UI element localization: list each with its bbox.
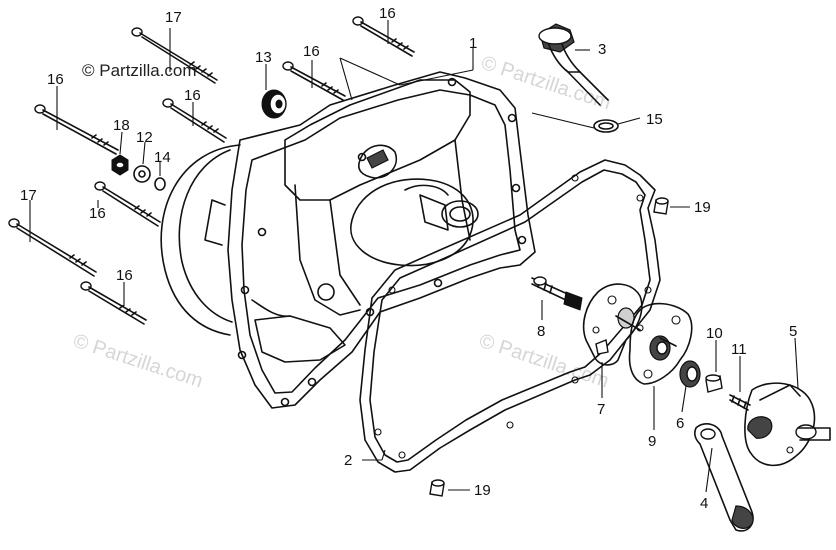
leader-lines	[29, 20, 799, 493]
washer-12	[133, 165, 151, 183]
callout-3: 3	[598, 41, 606, 58]
callout-9: 9	[648, 433, 656, 450]
callout-19-top: 19	[694, 199, 711, 216]
lifter-cam-5	[744, 382, 831, 467]
watermark-top-right: © Partzilla.com	[478, 52, 613, 115]
gasket	[359, 159, 661, 473]
callout-12: 12	[136, 129, 153, 146]
crankcase-cover	[160, 71, 536, 409]
callout-16-center: 16	[303, 43, 320, 60]
callout-16-mid-left: 16	[184, 87, 201, 104]
oil-seal-13	[261, 89, 287, 119]
callout-5: 5	[789, 323, 797, 340]
callout-6: 6	[676, 415, 684, 432]
callout-4: 4	[700, 495, 708, 512]
bolt-16-lower	[80, 281, 147, 325]
callout-7: 7	[597, 401, 605, 418]
callout-8: 8	[537, 323, 545, 340]
callout-labels: 17 16 16 1 3 13 16 16 18 12 14 15 19 17 …	[20, 5, 797, 512]
callout-16-top-right: 16	[379, 5, 396, 22]
lifter-plate-7	[582, 283, 643, 366]
callout-1: 1	[469, 35, 477, 52]
callout-16-left-top: 16	[47, 71, 64, 88]
dowel-pin-19-top	[653, 197, 669, 215]
adjuster-bolt-8	[531, 276, 583, 311]
dowel-pin-19-bottom	[429, 479, 445, 497]
callout-15: 15	[646, 111, 663, 128]
bearing-6	[679, 360, 701, 388]
oil-filler-cap	[538, 23, 609, 106]
bolts	[8, 16, 415, 325]
bolt-17-left-lower	[8, 218, 97, 277]
o-ring-14	[154, 177, 166, 191]
callout-17-left: 17	[20, 187, 37, 204]
collar-10	[705, 374, 723, 393]
callout-16-mid: 16	[89, 205, 106, 222]
callout-14: 14	[154, 149, 171, 166]
screw-11	[729, 394, 751, 411]
bolt-16-top-right	[352, 16, 415, 57]
callout-10: 10	[706, 325, 723, 342]
nut-18	[111, 154, 129, 176]
bolt-16-mid	[94, 181, 161, 227]
watermark-top: © Partzilla.com	[82, 61, 197, 80]
bolt-17-top	[131, 27, 218, 84]
bolt-16-center	[282, 61, 346, 101]
bolt-16-left-top	[34, 104, 119, 155]
o-ring-15	[593, 119, 619, 133]
lifter-arm-4	[694, 423, 754, 532]
callout-17-top: 17	[165, 9, 182, 26]
callout-13: 13	[255, 49, 272, 66]
callout-16-lower: 16	[116, 267, 133, 284]
callout-19-bottom: 19	[474, 482, 491, 499]
cam-plate-9	[628, 302, 693, 385]
watermark-bottom-left: © Partzilla.com	[70, 330, 205, 393]
callout-18: 18	[113, 117, 130, 134]
callout-2: 2	[344, 452, 352, 469]
bolt-16-mid-left	[162, 98, 227, 143]
callout-11: 11	[731, 341, 747, 358]
